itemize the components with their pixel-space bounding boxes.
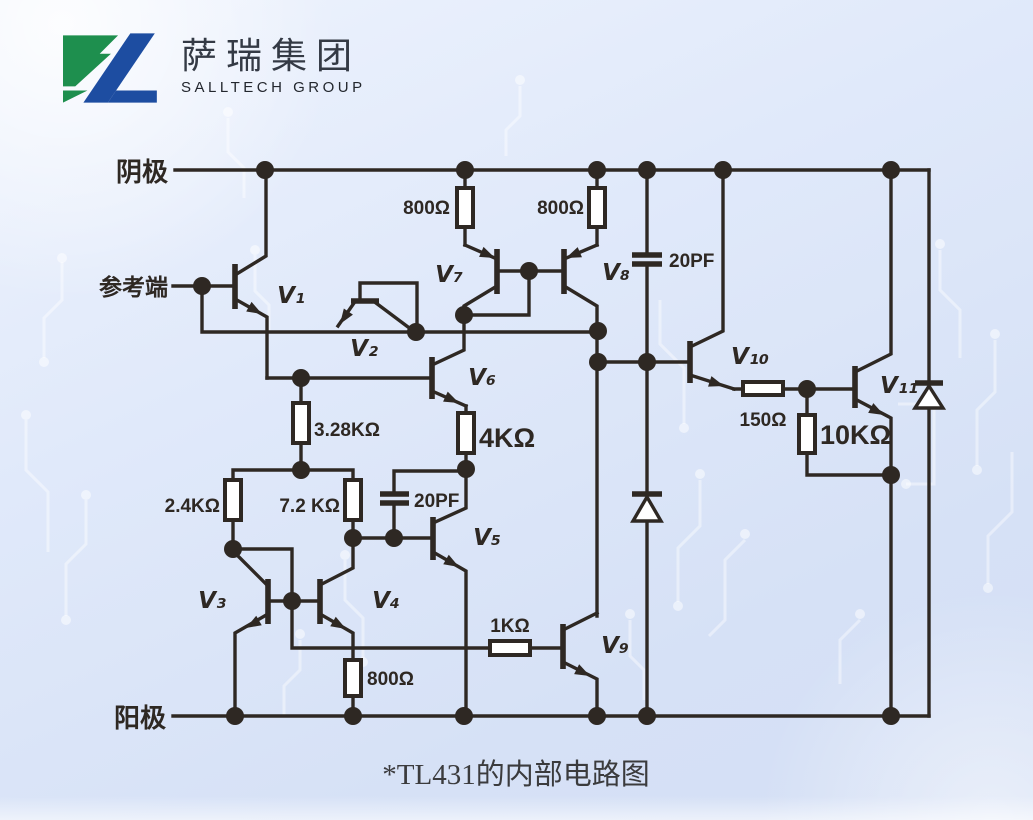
junction-dots bbox=[193, 161, 900, 725]
v2-emitter-arrow bbox=[340, 308, 353, 324]
diode-left bbox=[630, 491, 664, 523]
bottom-highlight bbox=[0, 796, 1033, 820]
resistor-4k bbox=[456, 411, 476, 455]
v7v8-base-bus bbox=[462, 269, 566, 317]
value-10k: 10KΩ bbox=[820, 420, 891, 450]
transistor-v11 bbox=[852, 168, 893, 477]
label-v7: V₇ bbox=[435, 262, 463, 288]
label-v11: V₁₁ bbox=[880, 373, 918, 399]
cathode-label: 阴极 bbox=[116, 157, 169, 187]
decorative-trace bbox=[21, 75, 1014, 716]
value-800-left: 800Ω bbox=[403, 198, 450, 219]
v3-emitter-arrow bbox=[246, 615, 262, 628]
v6-emitter-arrow bbox=[443, 391, 459, 403]
reference-bus bbox=[200, 284, 600, 334]
label-v9: V₉ bbox=[601, 633, 629, 659]
resistor-800-right bbox=[587, 186, 607, 229]
value-150: 150Ω bbox=[740, 410, 787, 431]
resistor-10k bbox=[797, 413, 817, 455]
label-v8: V₈ bbox=[602, 260, 630, 286]
resistors bbox=[223, 186, 817, 698]
logo-words: 萨瑞集团 SALLTECH GROUP bbox=[181, 33, 366, 96]
capacitor-20pf-mid bbox=[380, 491, 409, 506]
transistor-v7 bbox=[462, 242, 500, 317]
label-v4: V₄ bbox=[372, 588, 400, 614]
transistor-v3 bbox=[230, 548, 322, 718]
transistor-v4 bbox=[317, 536, 355, 662]
label-v10: V₁₀ bbox=[731, 344, 769, 370]
diode-right bbox=[911, 380, 947, 410]
transistor-v6 bbox=[429, 313, 469, 409]
logo-green-flag bbox=[63, 35, 119, 87]
transistor-v8 bbox=[561, 242, 600, 618]
value-4k: 4KΩ bbox=[479, 423, 535, 453]
logo-blue-slash bbox=[83, 33, 155, 103]
value-7k2: 7.2 KΩ bbox=[279, 496, 340, 517]
resistor-7k2 bbox=[343, 478, 363, 522]
transistor-v5 bbox=[430, 467, 468, 718]
label-v2: V₂ bbox=[350, 336, 378, 362]
logo-mark bbox=[63, 33, 157, 103]
transistor-v1 bbox=[232, 168, 269, 380]
value-2k4: 2.4KΩ bbox=[165, 496, 220, 517]
resistor-150 bbox=[741, 380, 785, 397]
label-v3: V₃ bbox=[198, 588, 226, 614]
resistor-3280 bbox=[291, 401, 311, 445]
logo-blue-foot bbox=[107, 90, 157, 103]
v9-emitter-arrow bbox=[574, 664, 590, 676]
figure-caption: *TL431的内部电路图 bbox=[382, 758, 649, 791]
v8-emitter-arrow bbox=[566, 247, 582, 258]
value-800-right: 800Ω bbox=[537, 198, 584, 219]
label-v5: V₅ bbox=[473, 525, 501, 551]
label-v6: V₆ bbox=[468, 365, 496, 391]
v4-emitter-arrow bbox=[330, 616, 346, 629]
capacitor-20pf-top bbox=[632, 252, 662, 267]
logo-green-triangle bbox=[63, 90, 88, 103]
company-logo: 萨瑞集团 SALLTECH GROUP bbox=[63, 33, 366, 103]
v1-emitter-arrow bbox=[246, 301, 262, 314]
v11-emitter-arrow bbox=[868, 403, 884, 415]
value-800-bottom: 800Ω bbox=[367, 669, 414, 690]
v7-emitter-arrow bbox=[479, 246, 495, 258]
label-v1: V₁ bbox=[277, 283, 305, 309]
anode-label: 阳极 bbox=[114, 703, 167, 733]
reference-label: 参考端 bbox=[99, 274, 168, 300]
value-1k: 1KΩ bbox=[490, 616, 530, 637]
transistor-v10 bbox=[687, 168, 737, 392]
value-20pf-mid: 20PF bbox=[414, 491, 459, 512]
transistor-v2 bbox=[335, 281, 419, 334]
resistor-800-bottom bbox=[343, 658, 363, 698]
resistor-2k4 bbox=[223, 478, 243, 522]
logo-chinese-name: 萨瑞集团 bbox=[181, 36, 362, 76]
resistor-1k bbox=[488, 639, 532, 657]
value-3280: 3.28KΩ bbox=[314, 420, 380, 441]
resistor-800-left bbox=[455, 186, 475, 229]
v5-emitter-arrow bbox=[443, 554, 459, 567]
transistor-v9 bbox=[560, 610, 600, 718]
value-20pf-top: 20PF bbox=[669, 251, 714, 272]
logo-english-name: SALLTECH GROUP bbox=[181, 78, 366, 96]
v10-emitter-arrow bbox=[708, 376, 724, 387]
